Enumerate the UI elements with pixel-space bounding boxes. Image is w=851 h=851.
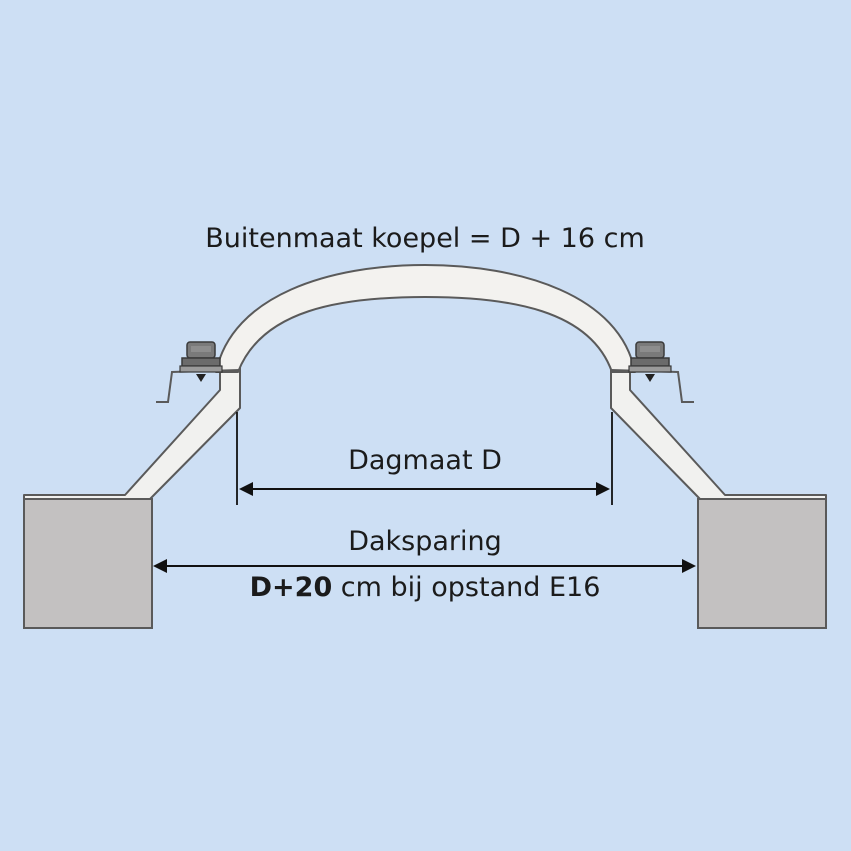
clear-opening-label: Dagmaat D <box>348 445 502 476</box>
upstand-left <box>23 367 241 500</box>
roof-opening-rule: D+20 cm bij opstand E16 <box>250 574 601 601</box>
roof-opening-rule-bold: D+20 <box>249 572 333 603</box>
bolt-icon <box>628 341 672 382</box>
roof-block-left <box>23 498 153 629</box>
roof-block-right <box>697 498 827 629</box>
upstand-right <box>610 367 827 500</box>
bolt-icon <box>179 341 223 382</box>
outer-size-label: Buitenmaat koepel = D + 16 cm <box>205 223 645 254</box>
roof-opening-label: Daksparing <box>348 526 502 557</box>
dome <box>215 264 636 373</box>
roof-opening-arrow <box>153 559 696 573</box>
clear-opening-arrow <box>239 482 610 496</box>
roof-opening-rule-rest: cm bij opstand E16 <box>332 572 601 603</box>
